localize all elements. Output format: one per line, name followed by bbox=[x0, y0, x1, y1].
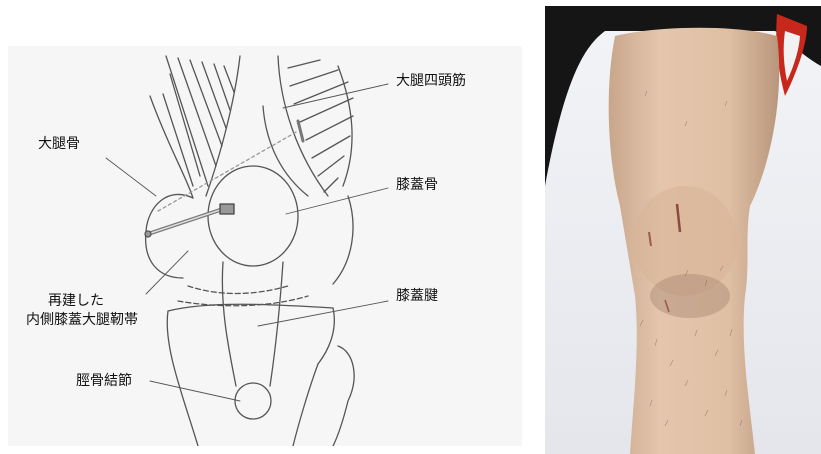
label-tibial-tuberosity: 脛骨結節 bbox=[76, 373, 132, 390]
label-femur: 大腿骨 bbox=[38, 136, 80, 153]
leader-lines bbox=[106, 84, 388, 401]
label-quadriceps: 大腿四頭筋 bbox=[396, 73, 466, 90]
fibula-outline bbox=[333, 346, 354, 446]
patellar-tendon-outline bbox=[222, 262, 283, 386]
patella-shape bbox=[208, 166, 298, 266]
tibia-outline bbox=[167, 286, 334, 446]
label-reconstructed-mpfl-1: 再建した bbox=[48, 293, 104, 310]
knee-photo-illustration bbox=[545, 6, 821, 454]
quadriceps-hatching bbox=[163, 56, 353, 196]
label-patellar-tendon: 膝蓋腱 bbox=[396, 288, 438, 305]
knee-photo bbox=[545, 6, 821, 454]
label-reconstructed-mpfl-2: 内側膝蓋大腿靭帯 bbox=[26, 312, 138, 329]
knee-anatomy-diagram: 大腿四頭筋 大腿骨 膝蓋骨 再建した 内側膝蓋大腿靭帯 膝蓋腱 脛骨結節 bbox=[8, 46, 522, 446]
label-patella: 膝蓋骨 bbox=[396, 177, 438, 194]
